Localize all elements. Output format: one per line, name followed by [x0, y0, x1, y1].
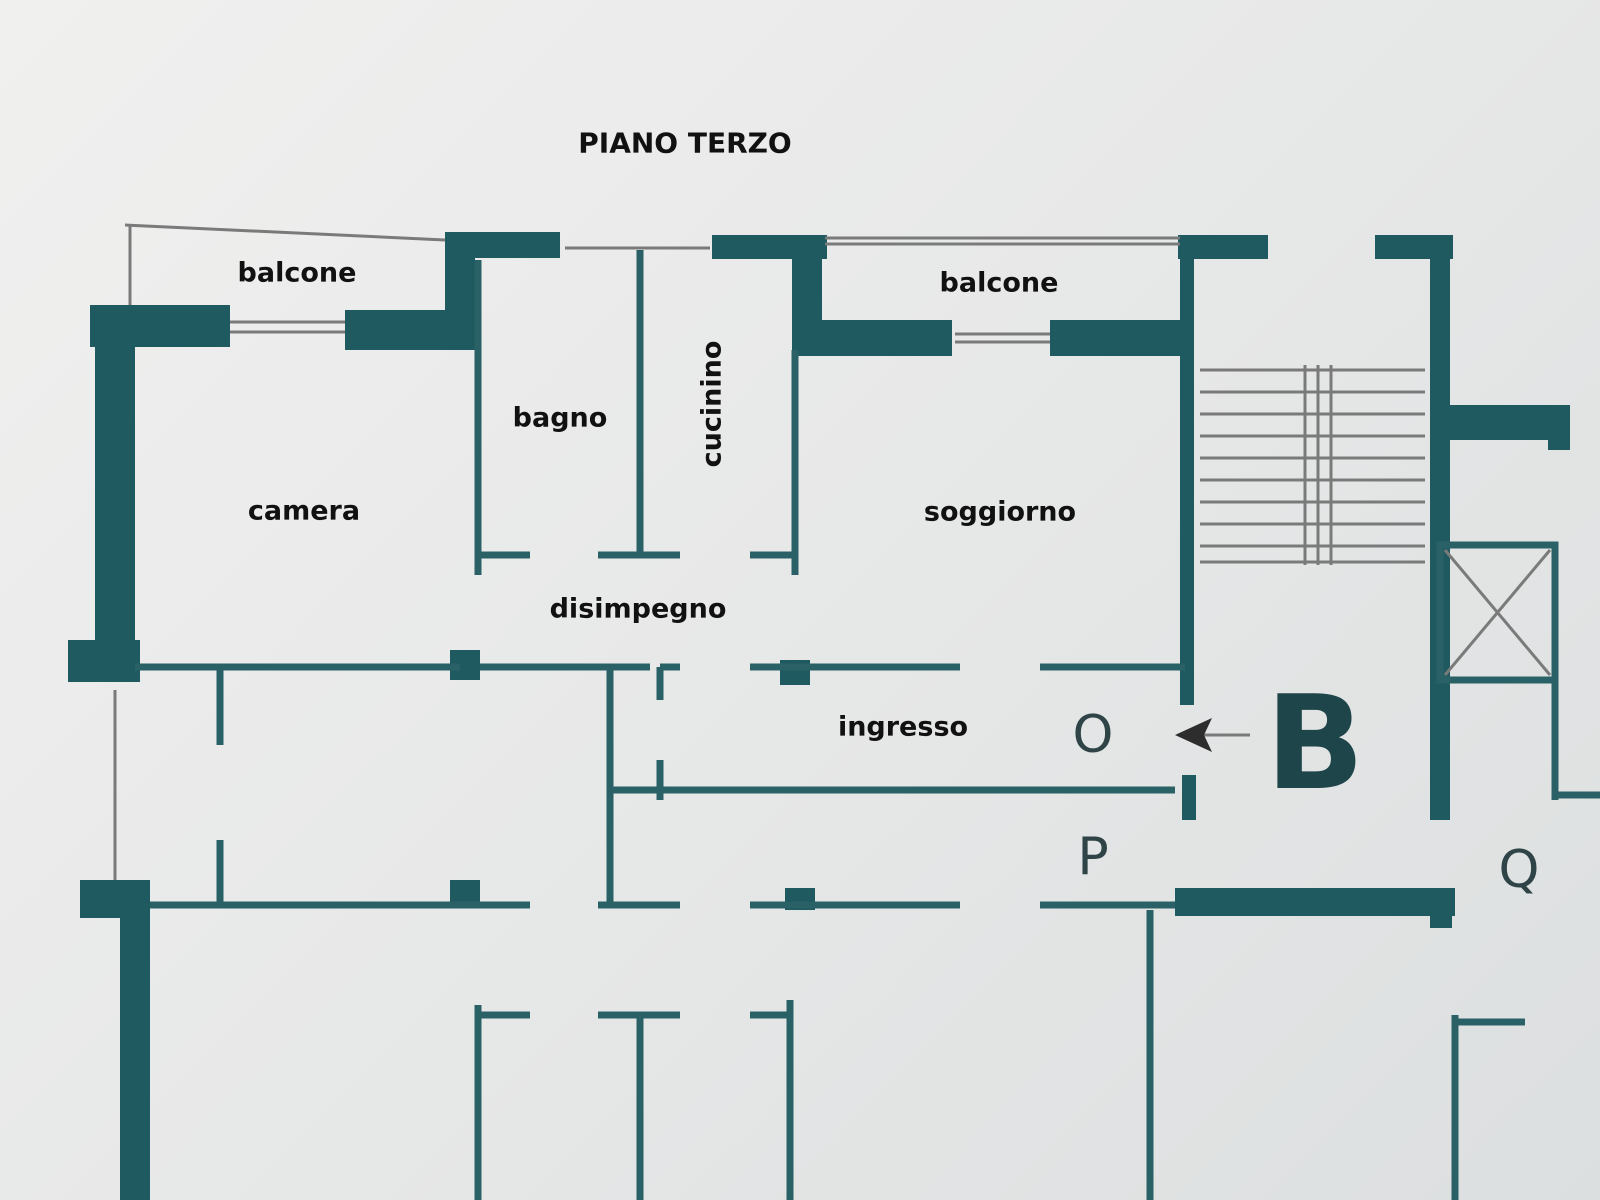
staircase-marker-b: B: [1265, 667, 1365, 819]
room-label-soggiorno: soggiorno: [923, 496, 1077, 528]
room-label-cucinino: cucinino: [696, 340, 728, 468]
room-label-camera: camera: [247, 495, 361, 527]
marker-q: Q: [1498, 840, 1540, 900]
marker-o: O: [1072, 705, 1114, 765]
room-label-bagno: bagno: [512, 402, 608, 434]
room-label-balcone-left: balcone: [237, 257, 357, 289]
room-label-disimpegno: disimpegno: [549, 593, 727, 625]
room-label-ingresso: ingresso: [837, 711, 969, 743]
room-label-balcone-right: balcone: [939, 267, 1059, 299]
marker-p: P: [1077, 827, 1109, 887]
page-title: PIANO TERZO: [578, 126, 792, 160]
thin-walls: [135, 250, 1600, 1200]
entry-arrow-icon: [1175, 718, 1212, 752]
thick-walls: [68, 232, 1570, 1200]
pencil-lines: [113, 223, 1552, 880]
